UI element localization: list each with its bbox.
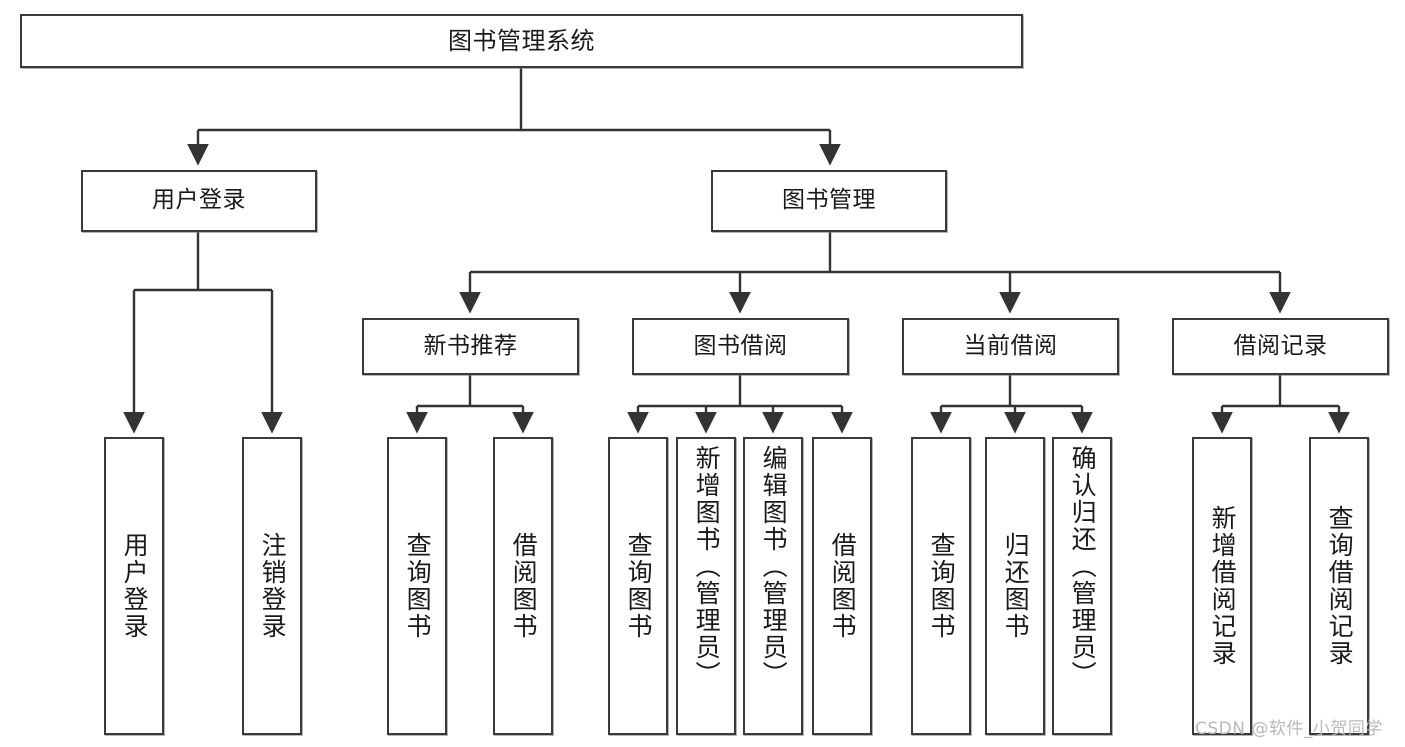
leaf-user-login[interactable]: 用户登录 bbox=[104, 437, 164, 735]
node-label: 图书管理系统 bbox=[448, 26, 595, 55]
node-label: 用户登录 bbox=[120, 532, 150, 640]
leaf-confirm-return-admin[interactable]: 确认归还（管理员） bbox=[1052, 437, 1112, 735]
node-label: 确认归还（管理员） bbox=[1068, 445, 1098, 688]
node-label: 查询图书 bbox=[927, 532, 957, 640]
node-label: 用户登录 bbox=[152, 187, 246, 214]
node-label: 查询借阅记录 bbox=[1325, 505, 1355, 667]
node-book-borrow[interactable]: 图书借阅 bbox=[632, 318, 849, 375]
node-root-book-management-system[interactable]: 图书管理系统 bbox=[20, 14, 1023, 68]
node-label: 新增借阅记录 bbox=[1208, 505, 1238, 667]
node-label: 归还图书 bbox=[1001, 532, 1031, 640]
node-label: 编辑图书（管理员） bbox=[759, 445, 789, 688]
leaf-add-book-admin[interactable]: 新增图书（管理员） bbox=[676, 437, 736, 735]
node-new-book-recommend[interactable]: 新书推荐 bbox=[362, 318, 579, 375]
leaf-query-book-current[interactable]: 查询图书 bbox=[911, 437, 971, 735]
leaf-query-book-recommend[interactable]: 查询图书 bbox=[387, 437, 447, 735]
leaf-borrow-book-recommend[interactable]: 借阅图书 bbox=[493, 437, 553, 735]
leaf-add-borrow-record[interactable]: 新增借阅记录 bbox=[1192, 437, 1252, 735]
node-label: 查询图书 bbox=[624, 532, 654, 640]
node-book-manage[interactable]: 图书管理 bbox=[711, 170, 947, 232]
node-borrow-record[interactable]: 借阅记录 bbox=[1172, 318, 1389, 375]
node-label: 借阅图书 bbox=[828, 532, 858, 640]
csdn-watermark: CSDN @软件_小贺同学 bbox=[1195, 719, 1383, 739]
node-current-borrow[interactable]: 当前借阅 bbox=[902, 318, 1119, 375]
node-label: 新书推荐 bbox=[423, 332, 518, 359]
node-label: 图书借阅 bbox=[693, 332, 788, 359]
node-user-login[interactable]: 用户登录 bbox=[81, 170, 317, 232]
leaf-user-logout[interactable]: 注销登录 bbox=[242, 437, 302, 735]
node-label: 新增图书（管理员） bbox=[692, 445, 722, 688]
node-label: 借阅图书 bbox=[509, 532, 539, 640]
node-label: 图书管理 bbox=[782, 187, 876, 214]
leaf-query-borrow-record[interactable]: 查询借阅记录 bbox=[1309, 437, 1369, 735]
node-label: 注销登录 bbox=[258, 532, 288, 640]
leaf-edit-book-admin[interactable]: 编辑图书（管理员） bbox=[743, 437, 803, 735]
node-label: 借阅记录 bbox=[1233, 332, 1328, 359]
leaf-return-book[interactable]: 归还图书 bbox=[985, 437, 1045, 735]
node-label: 查询图书 bbox=[403, 532, 433, 640]
node-label: 当前借阅 bbox=[963, 332, 1058, 359]
leaf-borrow-book[interactable]: 借阅图书 bbox=[812, 437, 872, 735]
leaf-query-book-borrow[interactable]: 查询图书 bbox=[608, 437, 668, 735]
